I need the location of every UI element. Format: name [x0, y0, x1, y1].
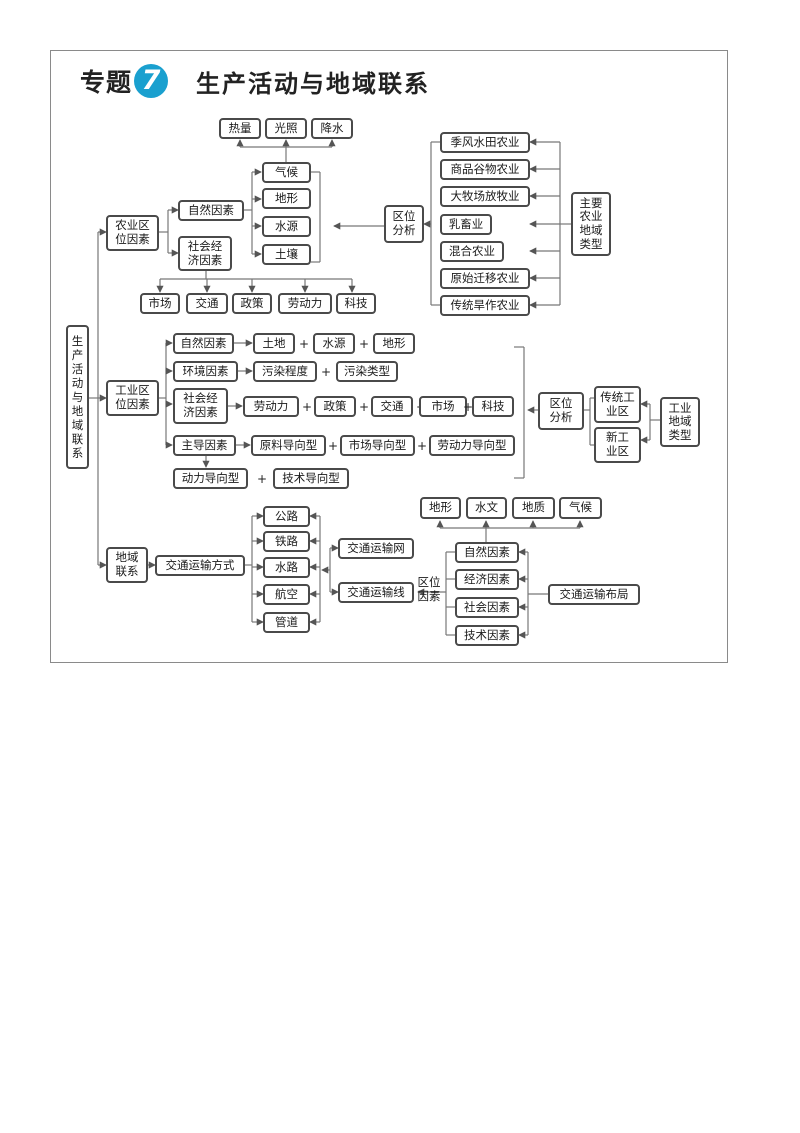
industry-social-item: 政策 — [314, 396, 356, 417]
transport-line-box: 交通运输线 — [338, 582, 414, 603]
title-main: 生产活动与地域联系 — [196, 69, 431, 98]
agri-type-item: 大牧场放牧业 — [440, 186, 530, 207]
plus-sign: + — [320, 365, 332, 379]
industry-types-label-box: 工业 地域 类型 — [660, 397, 700, 447]
plus-sign: + — [298, 337, 310, 351]
transport-natural-item: 地形 — [420, 497, 461, 519]
industry-natural-item: 土地 — [253, 333, 295, 354]
industry-env-box: 环境因素 — [173, 361, 238, 382]
transport-mode-box: 交通运输方式 — [155, 555, 245, 576]
industry-natural-box: 自然因素 — [173, 333, 234, 354]
transport-mode-item: 管道 — [263, 612, 310, 633]
transport-factor-item: 经济因素 — [455, 569, 519, 590]
agri-social-item: 市场 — [140, 293, 180, 314]
agri-type-item: 季风水田农业 — [440, 132, 530, 153]
transport-layout-box: 交通运输布局 — [548, 584, 640, 605]
agri-main-box: 农业区 位因素 — [106, 215, 159, 251]
industry-traditional-box: 传统工 业区 — [594, 386, 641, 423]
industry-social-item: 交通 — [371, 396, 413, 417]
transport-natural-item: 气候 — [559, 497, 602, 519]
transport-main-box: 地域 联系 — [106, 547, 148, 583]
transport-natural-item: 地质 — [512, 497, 555, 519]
transport-mode-item: 公路 — [263, 506, 310, 527]
industry-social-item: 市场 — [419, 396, 467, 417]
industry-natural-item: 地形 — [373, 333, 415, 354]
transport-location-label: 区位 因素 — [417, 575, 441, 603]
transport-natural-item: 水文 — [466, 497, 507, 519]
transport-factor-item: 自然因素 — [455, 542, 519, 563]
agri-social-item: 政策 — [232, 293, 272, 314]
transport-network-box: 交通运输网 — [338, 538, 414, 559]
industry-social-item: 科技 — [472, 396, 514, 417]
agri-social-box: 社会经 济因素 — [178, 236, 232, 271]
agri-type-item: 传统旱作农业 — [440, 295, 530, 316]
industry-dominant-item: 技术导向型 — [273, 468, 349, 489]
page-title: 专题 7 生产活动与地域联系 — [80, 62, 430, 100]
transport-factor-item: 技术因素 — [455, 625, 519, 646]
agri-type-item: 混合农业 — [440, 241, 504, 262]
industry-dominant-item: 劳动力导向型 — [429, 435, 515, 456]
industry-new-box: 新工 业区 — [594, 427, 641, 463]
title-prefix: 专题 — [80, 68, 133, 97]
industry-env-item: 污染类型 — [336, 361, 398, 382]
agri-natural-item: 土壤 — [262, 244, 311, 265]
plus-sign: + — [358, 337, 370, 351]
agri-location-box: 区位 分析 — [384, 205, 424, 243]
transport-mode-item: 水路 — [263, 557, 310, 578]
agri-natural-box: 自然因素 — [178, 200, 244, 221]
agri-social-item: 劳动力 — [278, 293, 332, 314]
agri-type-item: 原始迁移农业 — [440, 268, 530, 289]
plus-sign: + — [301, 400, 313, 414]
title-number-badge: 7 — [134, 64, 169, 98]
agri-natural-item: 水源 — [262, 216, 311, 237]
agri-type-item: 商品谷物农业 — [440, 159, 530, 180]
agri-type-item: 乳畜业 — [440, 214, 492, 235]
plus-sign: + — [327, 439, 339, 453]
industry-main-box: 工业区 位因素 — [106, 380, 159, 416]
transport-mode-item: 铁路 — [263, 531, 310, 552]
agri-natural-item: 地形 — [262, 188, 311, 209]
industry-dominant-box: 主导因素 — [173, 435, 236, 456]
industry-dominant-item: 原料导向型 — [251, 435, 326, 456]
plus-sign: + — [416, 439, 428, 453]
plus-sign: + — [462, 400, 474, 414]
transport-mode-item: 航空 — [263, 584, 310, 605]
agri-natural-item: 气候 — [262, 162, 311, 183]
industry-dominant-item: 动力导向型 — [173, 468, 248, 489]
industry-natural-item: 水源 — [313, 333, 355, 354]
industry-dominant-item: 市场导向型 — [340, 435, 415, 456]
transport-factor-item: 社会因素 — [455, 597, 519, 618]
agri-types-label-box: 主要 农业 地域 类型 — [571, 192, 611, 256]
agri-climate-item: 热量 — [219, 118, 261, 139]
industry-location-box: 区位 分析 — [538, 392, 584, 430]
plus-sign: + — [358, 400, 370, 414]
industry-social-box: 社会经 济因素 — [173, 388, 228, 424]
agri-climate-item: 降水 — [311, 118, 353, 139]
industry-env-item: 污染程度 — [253, 361, 317, 382]
root-box: 生 产 活 动 与 地 域 联 系 — [66, 325, 89, 469]
agri-social-item: 交通 — [186, 293, 228, 314]
agri-social-item: 科技 — [336, 293, 376, 314]
agri-climate-item: 光照 — [265, 118, 307, 139]
industry-social-item: 劳动力 — [243, 396, 299, 417]
plus-sign: + — [256, 472, 268, 486]
